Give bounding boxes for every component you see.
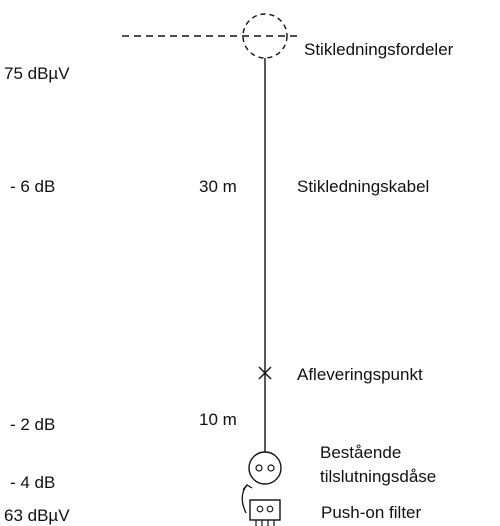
outlet-label-line1: Bestående xyxy=(320,443,402,462)
distributor-label: Stikledningsfordeler xyxy=(304,40,454,59)
drop-length-label: 10 m xyxy=(199,410,237,429)
outlet-label-line2: tilslutningsdåse xyxy=(320,467,437,486)
handover-cross-icon xyxy=(258,366,272,380)
outlet-loss-label: - 4 dB xyxy=(10,473,56,492)
top-level-label: 75 dBµV xyxy=(4,64,70,83)
push-on-filter-icon xyxy=(249,499,281,526)
handover-point-label: Afleveringspunkt xyxy=(297,365,423,384)
cable-length-label: 30 m xyxy=(199,177,237,196)
cable-label: Stikledningskabel xyxy=(297,177,430,196)
filter-label: Push-on filter xyxy=(321,503,422,522)
distributor-circle xyxy=(242,13,288,59)
cable-loss-label: - 6 dB xyxy=(10,177,56,196)
push-on-arrow-icon xyxy=(241,484,253,514)
result-level-label: 63 dBµV xyxy=(4,506,70,525)
outlet-socket-icon xyxy=(248,451,282,485)
drop-loss-label: - 2 dB xyxy=(10,415,56,434)
